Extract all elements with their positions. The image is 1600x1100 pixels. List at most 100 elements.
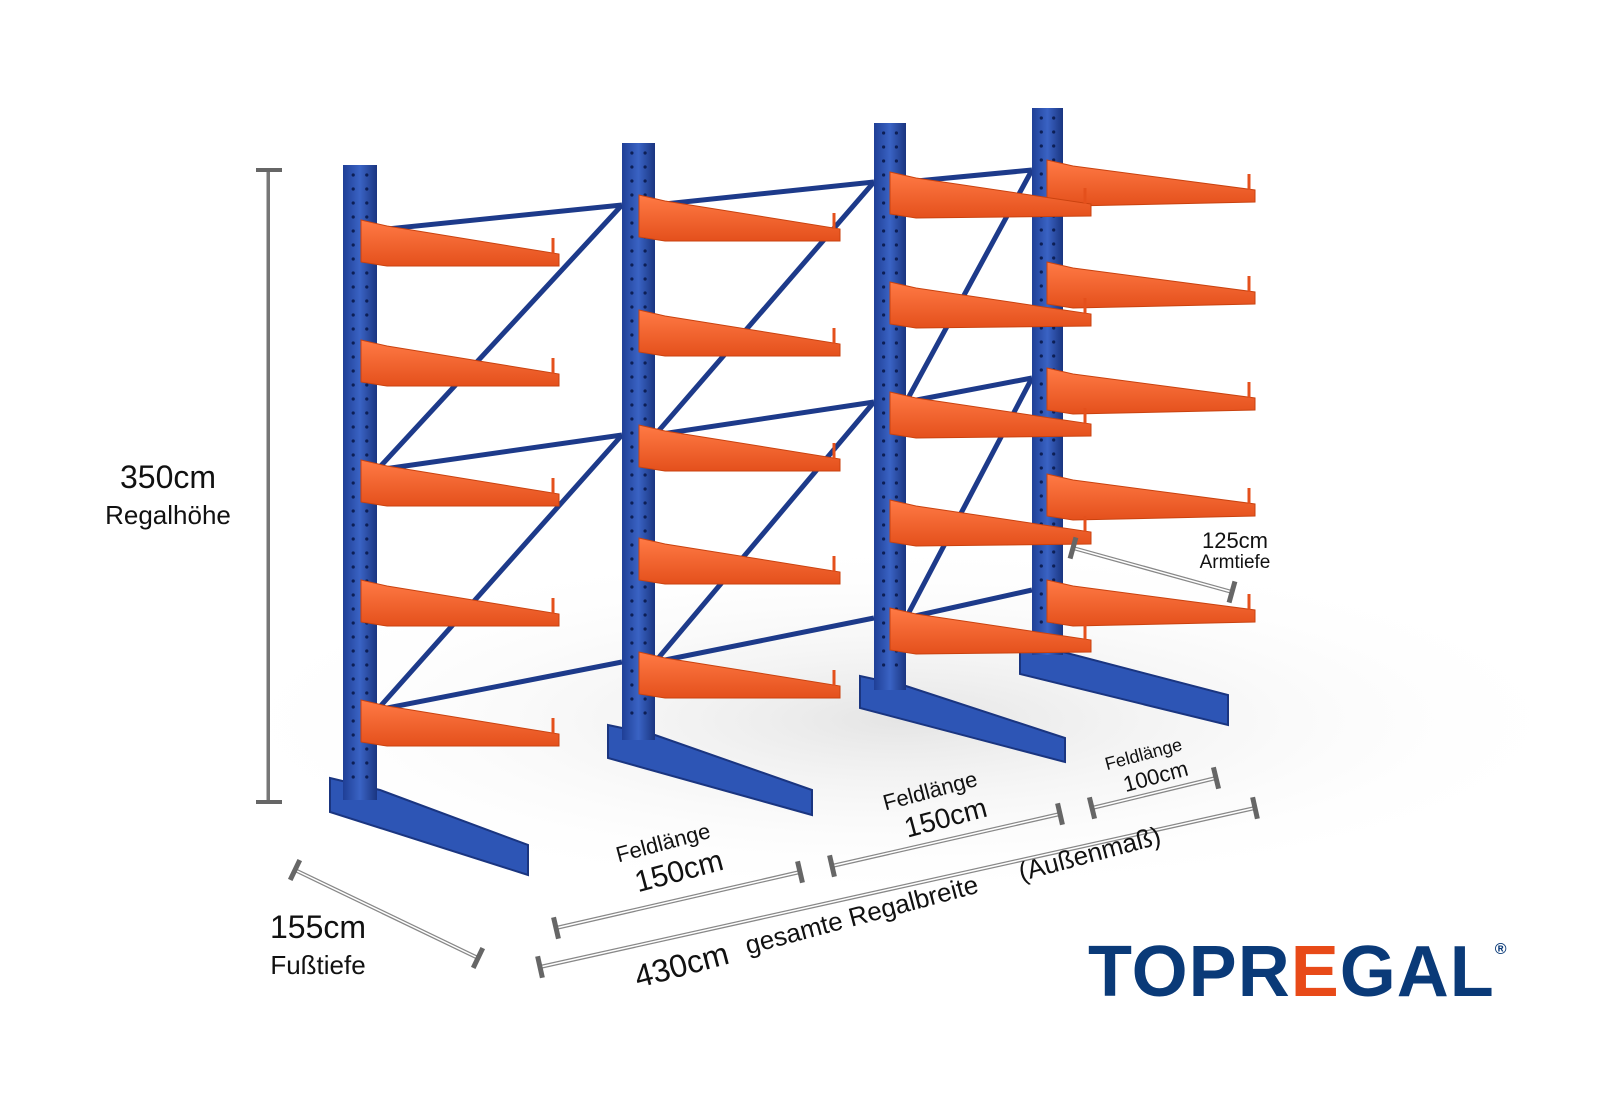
upright-hole: [1039, 606, 1043, 610]
upright-hole: [894, 327, 899, 331]
upright-hole: [882, 523, 886, 527]
upright-hole: [643, 529, 647, 533]
upright-hole: [365, 285, 369, 289]
rack-column: [607, 143, 841, 817]
upright-hole: [351, 523, 355, 527]
upright-hole: [1039, 592, 1043, 596]
upright-hole: [351, 663, 355, 667]
upright-hole: [882, 663, 886, 667]
upright-hole: [351, 285, 355, 289]
upright-hole: [882, 299, 886, 303]
upright-hole: [630, 585, 634, 589]
diagonal-brace: [653, 180, 876, 437]
cantilever-arm: [889, 499, 1092, 547]
upright-hole: [630, 697, 634, 701]
upright-hole: [882, 495, 886, 499]
upright-hole: [1039, 228, 1043, 232]
upright-hole: [882, 621, 886, 625]
upright-hole: [365, 397, 369, 401]
dimension-end-cap: [1210, 766, 1222, 790]
upright-hole: [630, 515, 634, 519]
height-value: 350cm: [120, 459, 216, 495]
upright-hole: [882, 215, 886, 219]
upright-hole: [882, 131, 886, 135]
upright-hole: [1039, 186, 1043, 190]
upright-hole: [894, 145, 899, 149]
upright-hole: [630, 669, 634, 673]
upright-hole: [351, 705, 355, 709]
dimension-end-cap: [470, 947, 486, 969]
upright-hole: [630, 263, 634, 267]
diagonal-brace: [375, 433, 624, 712]
upright-hole: [630, 599, 634, 603]
upright-hole: [351, 201, 355, 205]
upright-hole: [351, 257, 355, 261]
upright-hole: [894, 215, 899, 219]
upright-hole: [630, 501, 634, 505]
upright-hole: [894, 467, 899, 471]
upright-hole: [351, 775, 355, 779]
upright-hole: [630, 529, 634, 533]
upright-hole: [351, 327, 355, 331]
upright-hole: [630, 473, 634, 477]
upright-hole: [630, 571, 634, 575]
horizontal-brace: [376, 659, 623, 713]
upright-hole: [1039, 158, 1043, 162]
upright-hole: [894, 257, 899, 261]
upright-hole: [630, 445, 634, 449]
upright-hole: [1039, 298, 1043, 302]
upright-hole: [1052, 466, 1056, 470]
upright-hole: [882, 453, 886, 457]
cantilever-arm: [638, 651, 841, 699]
upright-hole: [630, 655, 634, 659]
upright-hole: [882, 341, 886, 345]
upright-hole: [894, 495, 899, 499]
upright-hole: [1039, 116, 1043, 120]
upright-hole: [365, 299, 369, 303]
upright-hole: [643, 361, 647, 365]
upright-hole: [630, 431, 634, 435]
upright-hole: [643, 263, 647, 267]
upright-hole: [630, 193, 634, 197]
dimension-end-cap: [1226, 580, 1238, 604]
upright-hole: [1039, 410, 1043, 414]
total-width-line-highlight: [539, 807, 1256, 968]
upright-hole: [630, 249, 634, 253]
upright-hole: [630, 613, 634, 617]
upright-hole: [894, 131, 899, 135]
dimension-end-cap: [551, 916, 561, 940]
upright-hole: [894, 159, 899, 163]
upright-hole: [365, 677, 369, 681]
dimension-end-cap: [287, 859, 303, 881]
field2-line-highlight: [831, 813, 1061, 867]
upright-hole: [1039, 354, 1043, 358]
upright-hole: [643, 711, 647, 715]
dimension-end-cap: [1055, 802, 1065, 826]
upright-hole: [882, 425, 886, 429]
upright-hole: [630, 347, 634, 351]
upright-hole: [365, 215, 369, 219]
cantilever-arm: [1046, 367, 1256, 415]
upright-hole: [630, 165, 634, 169]
cantilever-arm: [1046, 473, 1256, 521]
upright-hole: [882, 411, 886, 415]
foot-depth-line-highlight: [294, 869, 479, 959]
upright-hole: [894, 551, 899, 555]
horizontal-brace: [654, 179, 875, 208]
upright-hole: [643, 473, 647, 477]
upright-hole: [1052, 438, 1056, 442]
upright-hole: [630, 557, 634, 561]
upright-hole: [351, 215, 355, 219]
upright-hole: [882, 481, 886, 485]
upright-hole: [643, 613, 647, 617]
upright-hole: [630, 361, 634, 365]
upright-hole: [365, 537, 369, 541]
upright-hole: [630, 235, 634, 239]
upright-hole: [630, 305, 634, 309]
upright-hole: [882, 607, 886, 611]
cantilever-arm: [1046, 579, 1256, 627]
upright-hole: [894, 271, 899, 275]
dimension-end-cap: [1250, 796, 1260, 820]
upright-hole: [630, 333, 634, 337]
